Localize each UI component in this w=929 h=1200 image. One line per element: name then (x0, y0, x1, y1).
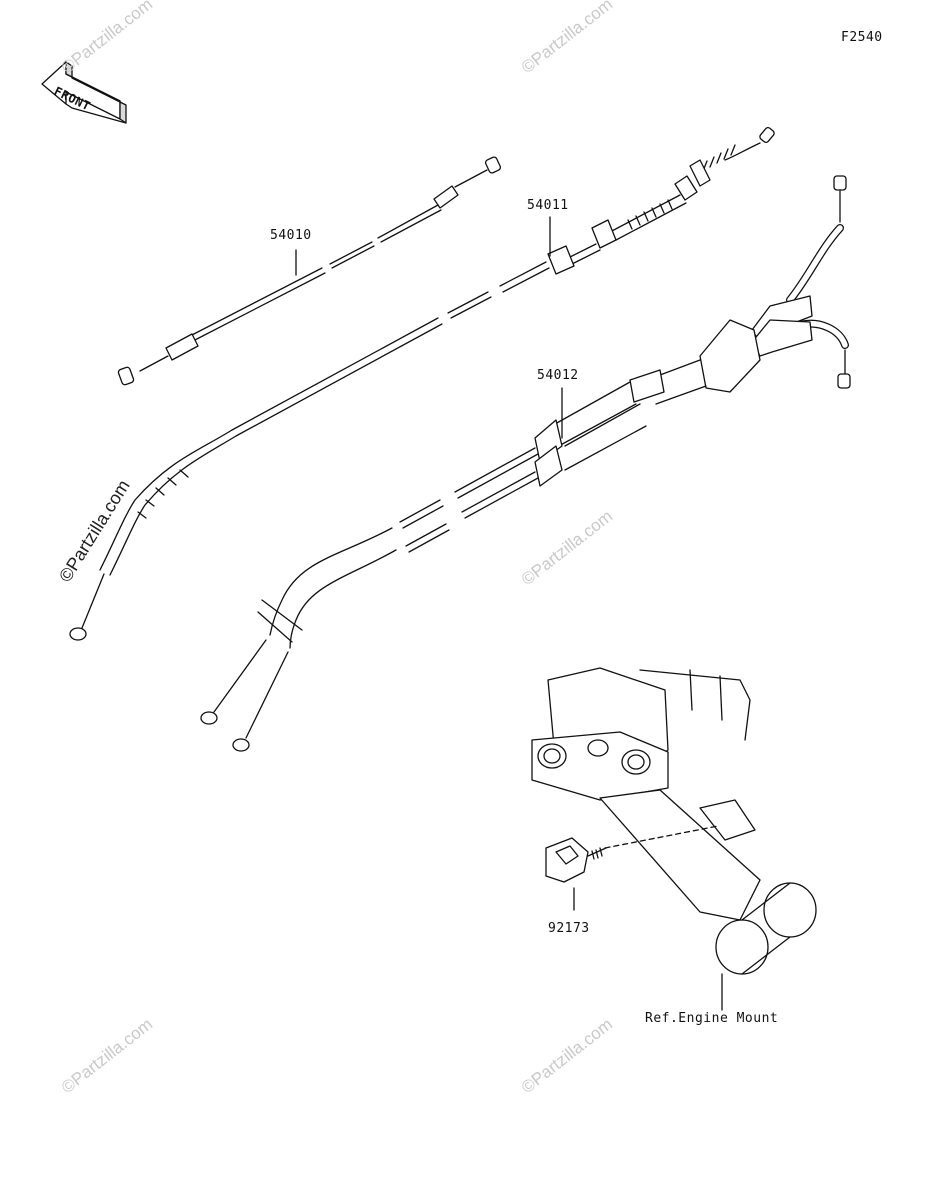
cable-54012 (200, 175, 851, 752)
part-number-54011[interactable]: 54011 (527, 198, 569, 213)
figure-code: F2540 (841, 30, 883, 45)
part-number-54012[interactable]: 54012 (537, 368, 579, 383)
part-number-92173[interactable]: 92173 (548, 921, 590, 936)
clamp-92173 (545, 837, 607, 911)
engine-mount-bracket (531, 667, 817, 1011)
part-number-54010[interactable]: 54010 (270, 228, 312, 243)
cable-54010 (117, 156, 502, 386)
cable-54011 (69, 127, 775, 641)
front-arrow-icon (41, 61, 127, 124)
reference-engine-mount: Ref.Engine Mount (645, 1011, 779, 1026)
